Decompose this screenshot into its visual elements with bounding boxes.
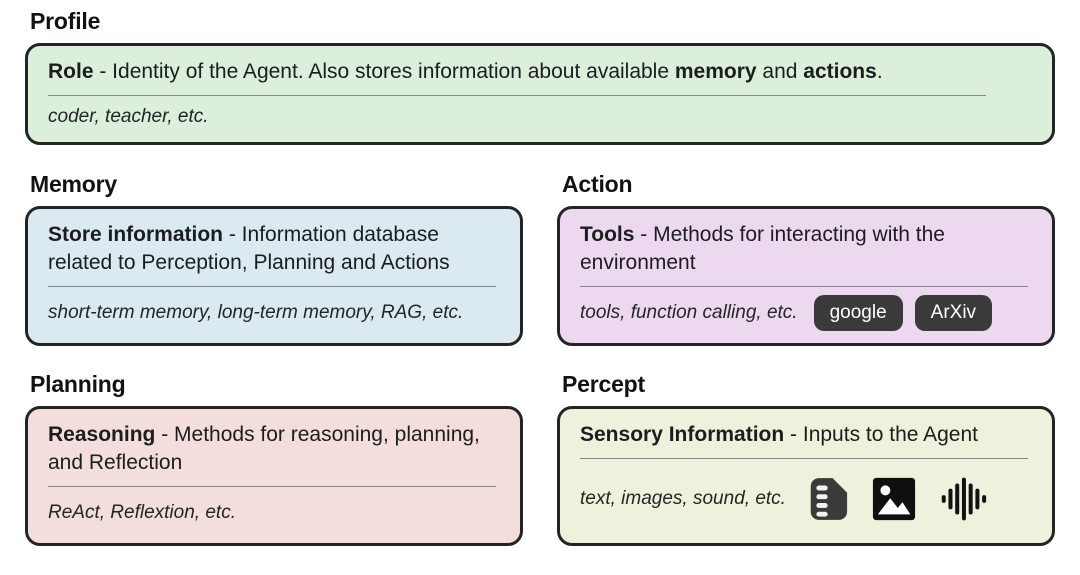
section-heading-profile: Profile (30, 8, 101, 34)
planning-section: Planning Reasoning - Methods for reasoni… (25, 371, 523, 546)
action-description: Tools - Methods for interacting with the… (580, 221, 1032, 277)
percept-card: Sensory Information - Inputs to the Agen… (557, 405, 1055, 546)
memory-term: Store information (48, 222, 224, 246)
profile-card: Role - Identity of the Agent. Also store… (25, 43, 1055, 145)
percept-desc-text: - Inputs to the Agent (784, 422, 979, 446)
divider (48, 94, 986, 96)
memory-description: Store information - Information database… (48, 221, 500, 277)
percept-description: Sensory Information - Inputs to the Agen… (580, 421, 1032, 449)
action-desc-text: - Methods for interacting with the envir… (580, 222, 945, 274)
audio-waveform-icon (940, 477, 988, 521)
divider (580, 457, 1028, 459)
percept-examples-row: text, images, sound, etc. (580, 465, 1032, 533)
profile-memory-term: memory (674, 60, 757, 83)
percept-term: Sensory Information (580, 422, 785, 446)
profile-term: Role (48, 60, 94, 83)
profile-examples: coder, teacher, etc. (48, 105, 209, 127)
tool-chips: google ArXiv (813, 294, 993, 331)
memory-examples: short-term memory, long-term memory, RAG… (48, 301, 464, 323)
google-button[interactable]: google (813, 294, 903, 331)
profile-desc-text: . (876, 60, 883, 83)
planning-examples: ReAct, Reflextion, etc. (48, 501, 236, 523)
components-grid: Memory Store information - Information d… (25, 171, 1055, 546)
image-icon (872, 477, 916, 521)
action-examples-row: tools, function calling, etc. google ArX… (580, 293, 1032, 333)
percept-section: Percept Sensory Information - Inputs to … (557, 371, 1055, 546)
memory-card: Store information - Information database… (25, 205, 523, 346)
divider (48, 285, 496, 287)
percept-examples: text, images, sound, etc. (580, 487, 786, 509)
action-section: Action Tools - Methods for interacting w… (557, 171, 1055, 346)
planning-desc-text: - Methods for reasoning, planning, and R… (48, 422, 480, 474)
arxiv-button[interactable]: ArXiv (914, 294, 993, 331)
profile-desc-text: - Identity of the Agent. Also stores inf… (93, 60, 675, 83)
action-examples: tools, function calling, etc. (580, 301, 798, 323)
planning-description: Reasoning - Methods for reasoning, plann… (48, 421, 500, 477)
planning-card: Reasoning - Methods for reasoning, plann… (25, 405, 523, 546)
action-term: Tools (580, 222, 635, 246)
profile-examples-row: coder, teacher, etc. (48, 102, 1032, 132)
profile-desc-text: and (756, 60, 804, 83)
profile-description: Role - Identity of the Agent. Also store… (48, 58, 1032, 86)
section-heading-percept: Percept (562, 370, 645, 397)
note-icon (808, 477, 848, 521)
section-heading-planning: Planning (30, 370, 126, 397)
action-card: Tools - Methods for interacting with the… (557, 205, 1055, 346)
planning-term: Reasoning (48, 422, 156, 446)
section-heading-memory: Memory (30, 170, 117, 197)
profile-actions-term: actions (803, 60, 877, 83)
memory-section: Memory Store information - Information d… (25, 171, 523, 346)
memory-examples-row: short-term memory, long-term memory, RAG… (48, 293, 500, 333)
memory-desc-text: - Information database related to Percep… (48, 222, 450, 274)
planning-examples-row: ReAct, Reflextion, etc. (48, 493, 500, 533)
profile-section: Profile Role - Identity of the Agent. Al… (25, 8, 1055, 145)
percept-icons (808, 477, 988, 521)
section-heading-action: Action (562, 170, 633, 197)
divider (48, 485, 496, 487)
divider (580, 285, 1028, 287)
